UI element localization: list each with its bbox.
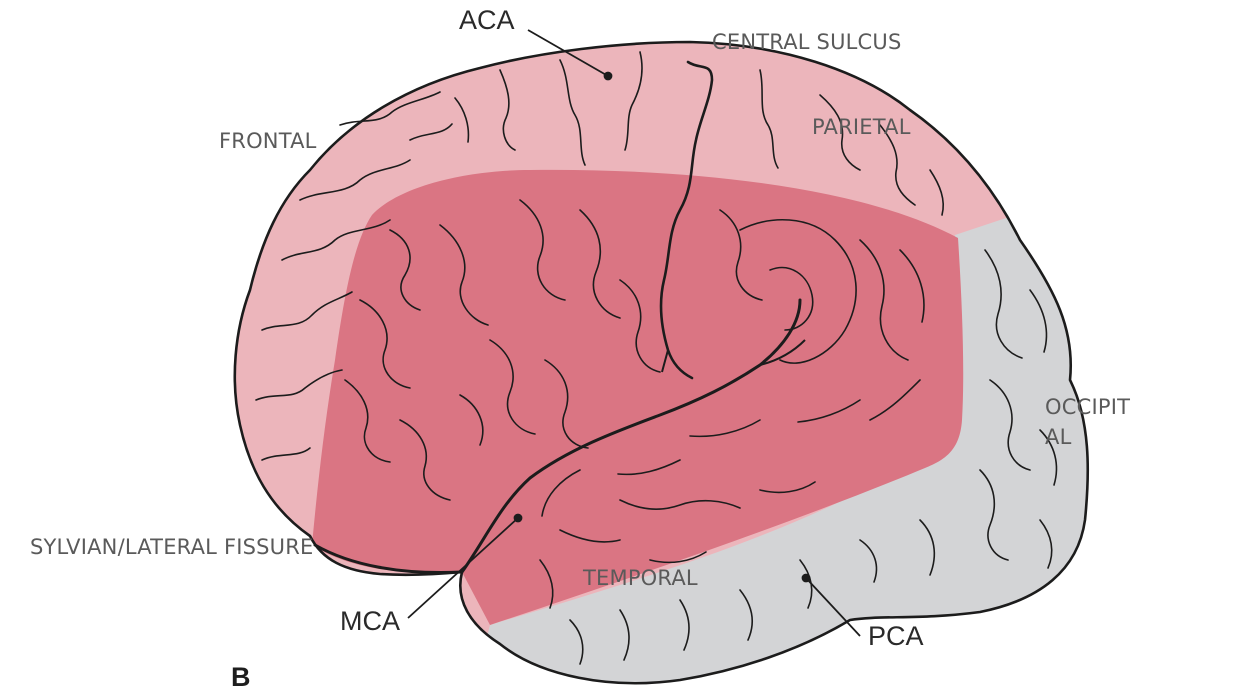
territories bbox=[234, 42, 1088, 684]
aca-leader-dot bbox=[603, 71, 613, 81]
leader-lines bbox=[407, 29, 861, 637]
temporal-lobe-label: TEMPORAL bbox=[583, 566, 698, 590]
aca-label: ACA bbox=[459, 5, 515, 35]
pca-leader-line bbox=[805, 577, 861, 637]
mca-leader-dot bbox=[513, 513, 523, 523]
sylvian-fissure-label: SYLVIAN/LATERAL FISSURE bbox=[30, 535, 314, 559]
pca-territory bbox=[470, 180, 1088, 684]
pca-leader-dot bbox=[801, 573, 811, 583]
sylvian-fissure-upper-branch bbox=[759, 339, 806, 366]
mca-label: MCA bbox=[340, 606, 400, 636]
panel-letter: B bbox=[231, 662, 251, 692]
pca-label: PCA bbox=[868, 621, 924, 651]
occipital-lobe-label-line2: AL bbox=[1045, 425, 1072, 449]
central-sulcus-line bbox=[659, 60, 714, 380]
aca-leader-line bbox=[527, 29, 609, 77]
mca-leader-line bbox=[407, 517, 519, 619]
central-sulcus-branch bbox=[661, 349, 669, 373]
brain-outline bbox=[233, 40, 1090, 685]
sulci-lines bbox=[255, 51, 1058, 665]
occipital-lobe-label-line1: OCCIPIT bbox=[1045, 395, 1131, 419]
parietal-lobe-label: PARIETAL bbox=[812, 115, 911, 139]
central-sulcus-label: CENTRAL SULCUS bbox=[712, 30, 902, 54]
frontal-lobe-label: FRONTAL bbox=[219, 129, 317, 153]
mca-territory bbox=[312, 169, 964, 626]
